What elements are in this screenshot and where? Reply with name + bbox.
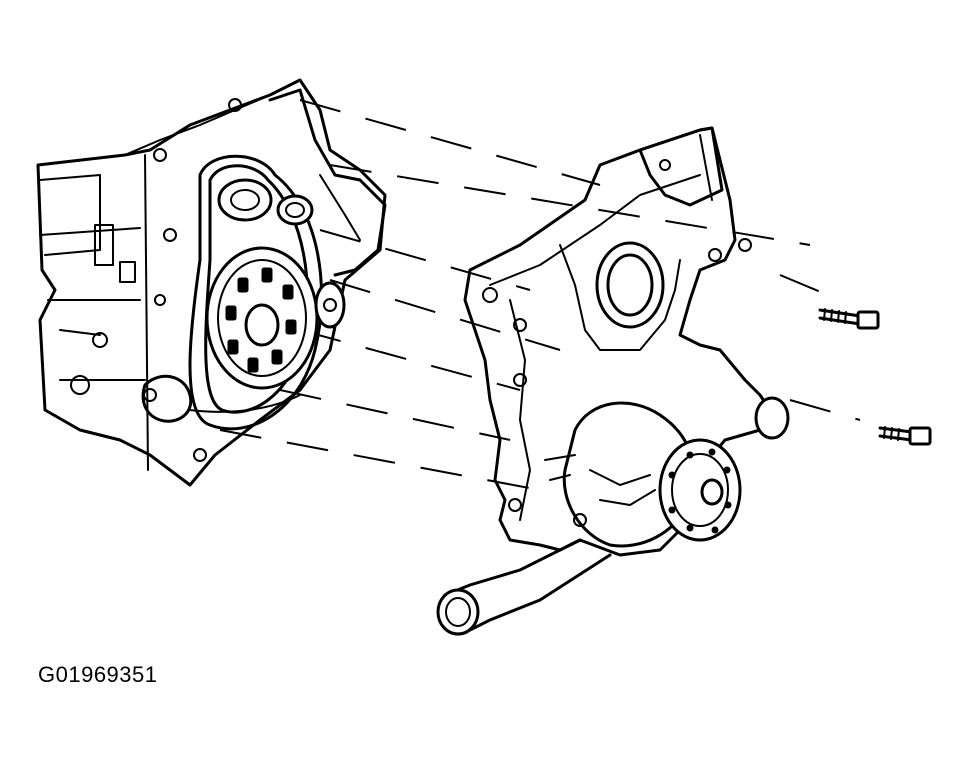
bolt-lower (878, 426, 932, 446)
figure-id-label: G01969351 (38, 662, 158, 687)
alignment-lines (219, 99, 861, 491)
front-cover (436, 126, 790, 636)
bolt-upper (818, 308, 880, 330)
engine-block (36, 78, 387, 487)
